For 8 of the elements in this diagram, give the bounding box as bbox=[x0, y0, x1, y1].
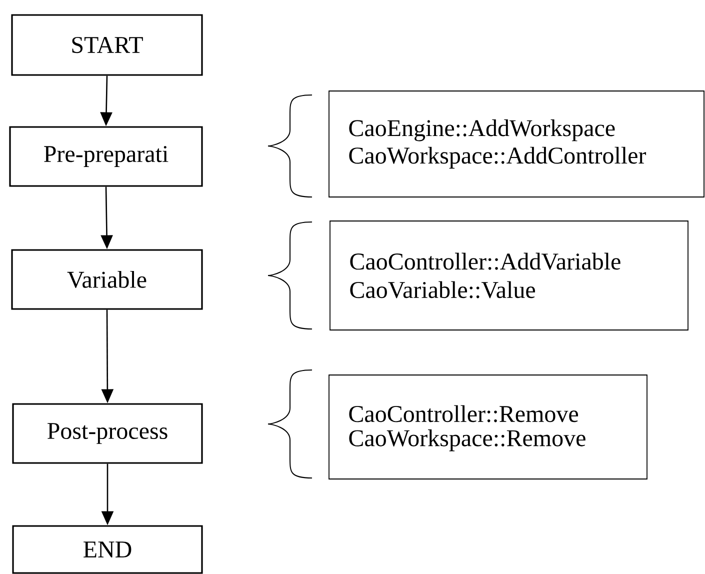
process-box: START bbox=[11, 14, 203, 76]
code-box: CaoController::AddVariable CaoVariable::Value bbox=[330, 220, 688, 330]
process-box: Post-process bbox=[12, 403, 203, 464]
process-box: Variable bbox=[11, 249, 203, 310]
process-box: END bbox=[12, 525, 203, 574]
process-box: Pre-preparati bbox=[9, 126, 203, 187]
code-box: CaoEngine::AddWorkspace CaoWorkspace::AddController bbox=[328, 90, 704, 198]
code-box: CaoController::Remove CaoWorkspace::Remove bbox=[328, 374, 648, 480]
